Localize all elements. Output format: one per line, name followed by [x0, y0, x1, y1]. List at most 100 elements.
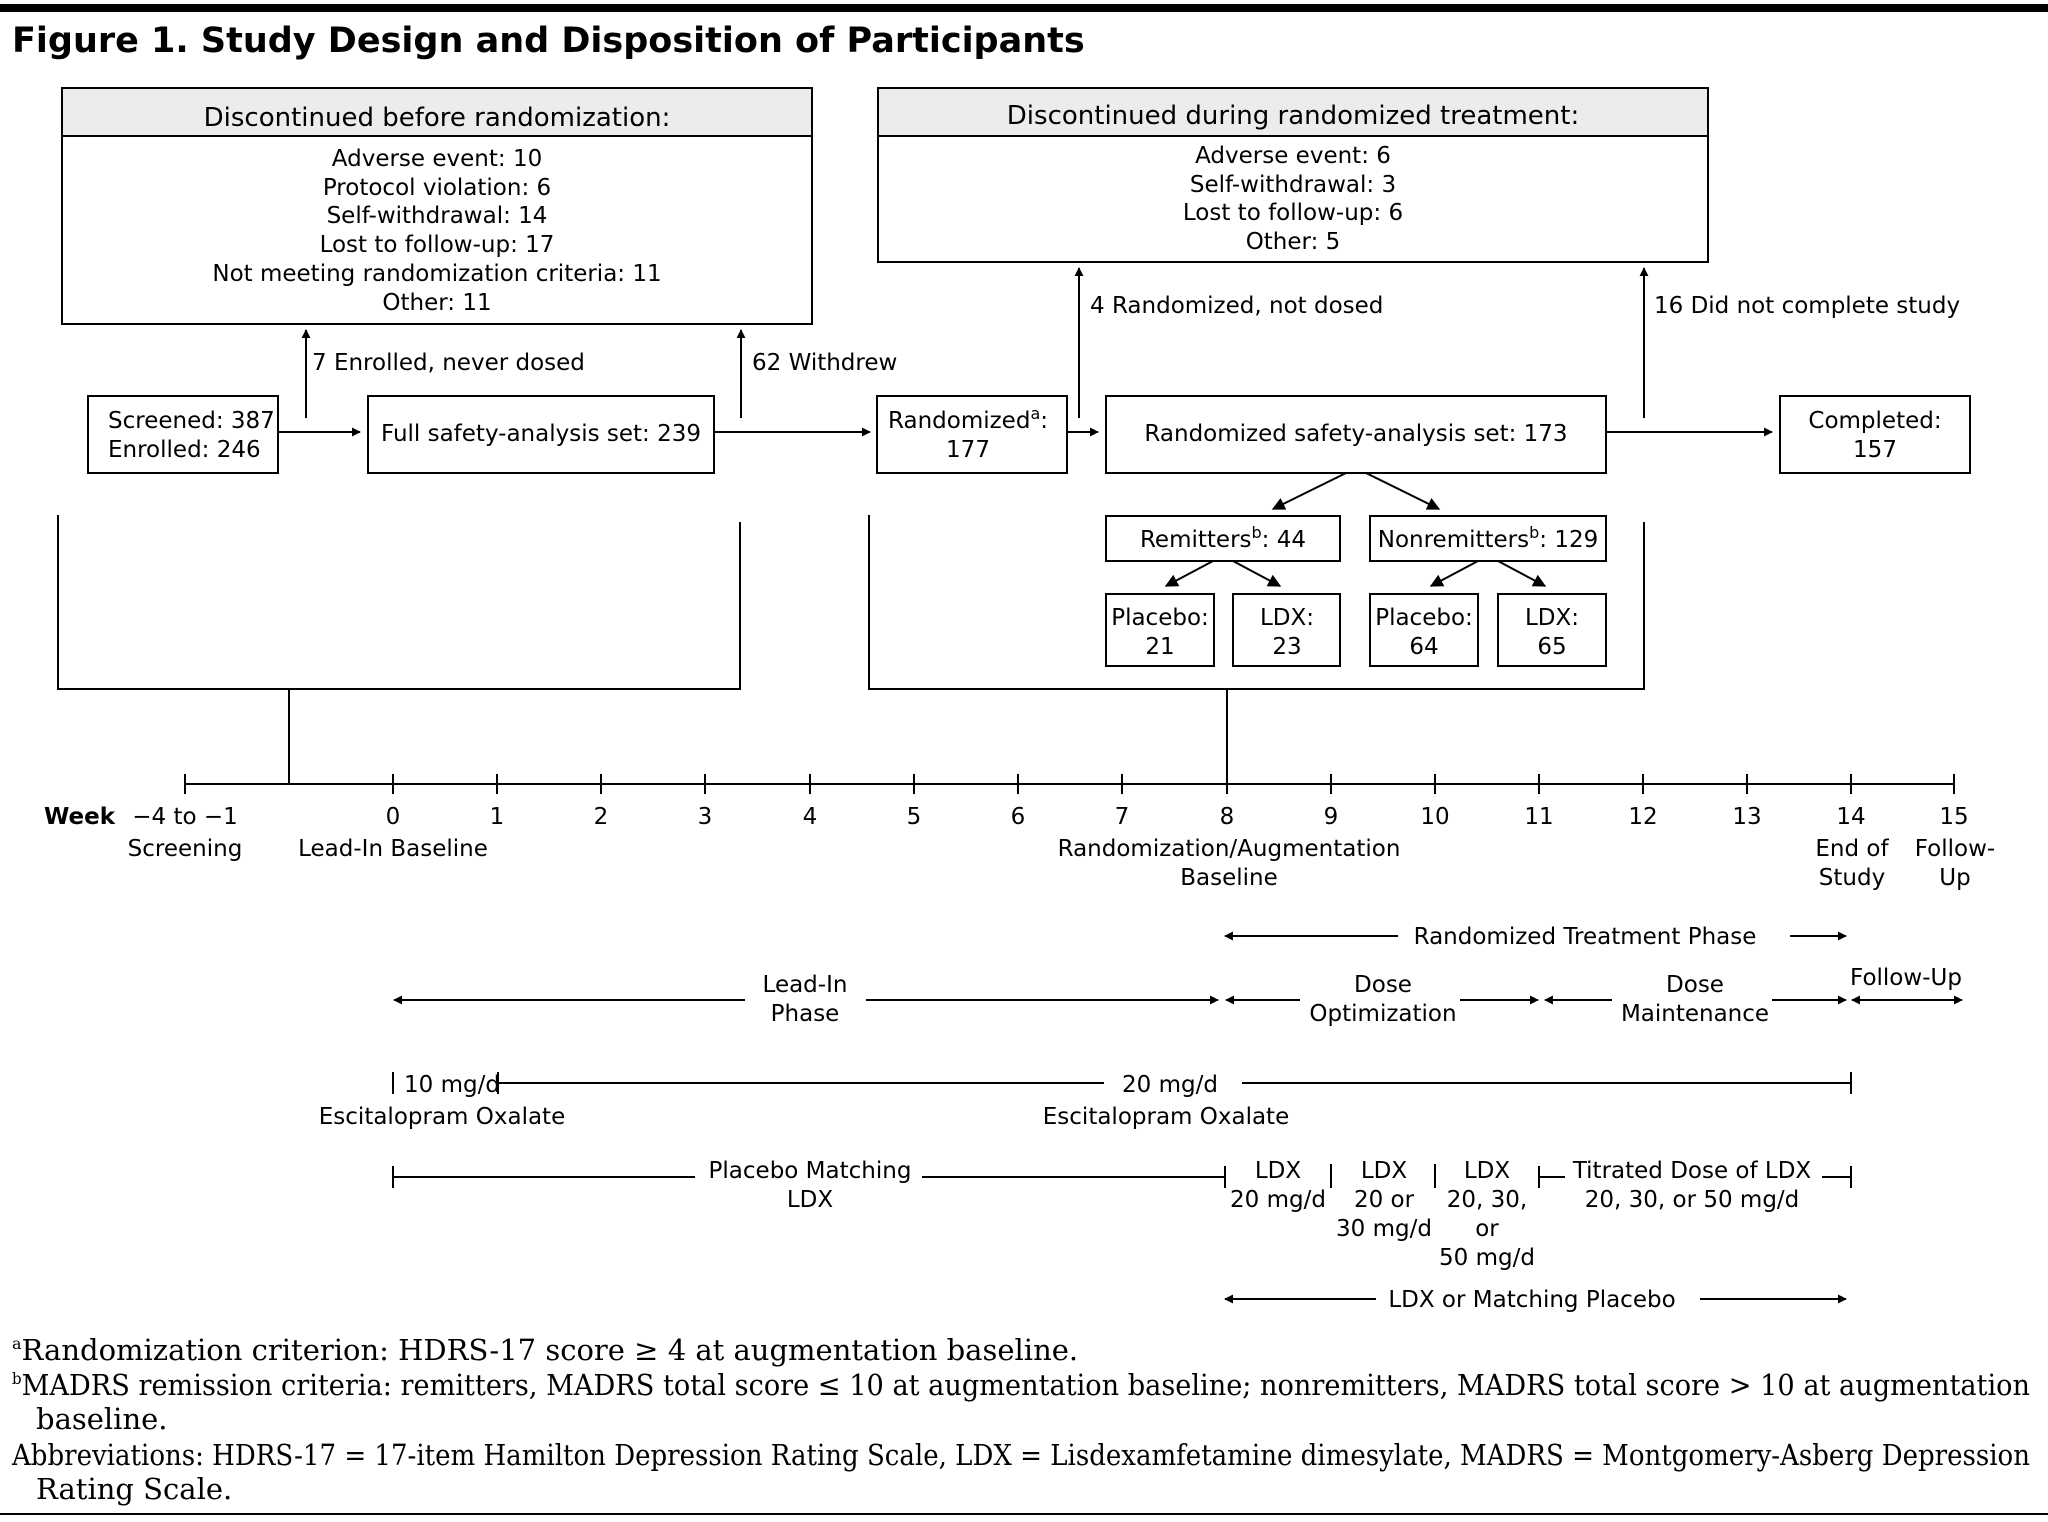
discontinued-before-item: Adverse event: 10 — [332, 146, 542, 172]
randomized-bracket — [868, 515, 1645, 690]
completed-count: 157 — [1853, 437, 1897, 463]
discontinued-during-item: Lost to follow-up: 6 — [1183, 200, 1403, 226]
discontinued-before-item: Lost to follow-up: 17 — [320, 232, 555, 258]
remitters-ldx-box: LDX: 23 — [1232, 593, 1341, 667]
tick-label: 11 — [1524, 804, 1553, 830]
lead-in-bracket — [57, 515, 741, 690]
ldx-dose-b: 30 mg/d — [1336, 1216, 1432, 1242]
non-to-placebo-arrow — [1429, 560, 1479, 587]
nonremitters-placebo-count: 64 — [1409, 634, 1438, 660]
nonremitters-placebo-box: Placebo: 64 — [1369, 593, 1479, 667]
tick-label: 6 — [1011, 804, 1026, 830]
full-safety-box: Full safety-analysis set: 239 — [367, 395, 715, 474]
withdrew-label: 62 Withdrew — [752, 350, 897, 376]
follow-up-label: Up — [1939, 865, 1970, 891]
tick-label: 9 — [1324, 804, 1339, 830]
randomized-count: 177 — [946, 437, 990, 463]
split-arrow-nonremitters — [1365, 472, 1441, 510]
dose-maintenance-label: Dose — [1666, 972, 1724, 998]
esc-10-name: Escitalopram Oxalate — [319, 1104, 565, 1130]
remitters-ldx-count: 23 — [1272, 634, 1301, 660]
esc-20-dose: 20 mg/d — [1122, 1072, 1218, 1098]
tick-label: 13 — [1732, 804, 1761, 830]
remitters-placebo-box: Placebo: 21 — [1105, 593, 1215, 667]
titrated-dose-label: 20, 30, or 50 mg/d — [1585, 1187, 1800, 1213]
not-dosed-label: 4 Randomized, not dosed — [1090, 293, 1383, 319]
tick-label: 15 — [1939, 804, 1968, 830]
remitters-placebo-label: Placebo: — [1111, 605, 1209, 631]
rem-to-ldx-arrow — [1232, 560, 1282, 587]
randomized-safety-box: Randomized safety-analysis set: 173 — [1105, 395, 1607, 474]
remitters-placebo-count: 21 — [1145, 634, 1174, 660]
footnote-a: aRandomization criterion: HDRS-17 score … — [12, 1333, 1078, 1367]
discontinued-before-item: Other: 11 — [382, 290, 491, 316]
non-to-ldx-arrow — [1497, 560, 1547, 587]
end-of-study-label: Study — [1819, 865, 1885, 891]
nonremitters-text: Nonremittersb: 129 — [1378, 523, 1599, 553]
remitters-text: Remittersb: 44 — [1140, 523, 1306, 553]
discontinued-before-item: Self-withdrawal: 14 — [327, 203, 548, 229]
discontinued-during-item: Other: 5 — [1246, 229, 1341, 255]
discontinued-before-header: Discontinued before randomization: — [204, 103, 671, 133]
nonremitters-box: Nonremittersb: 129 — [1369, 515, 1607, 562]
screening-label: Screening — [128, 836, 243, 862]
ldx-dose-c: 50 mg/d — [1439, 1245, 1535, 1271]
tick-label: −4 to −1 — [132, 804, 238, 830]
randomized-box: Randomizeda: 177 — [876, 395, 1068, 474]
tick-label: 8 — [1220, 804, 1235, 830]
ldx-dose-b: LDX — [1361, 1158, 1408, 1184]
discontinued-during-item: Self-withdrawal: 3 — [1190, 172, 1396, 198]
abbreviations: Abbreviations: HDRS-17 = 17-item Hamilto… — [11, 1438, 2030, 1472]
lead-in-baseline-label: Lead-In Baseline — [298, 836, 488, 862]
never-dosed-label: 7 Enrolled, never dosed — [312, 350, 585, 376]
nonremitters-ldx-label: LDX: — [1525, 605, 1579, 631]
ldx-dose-c: 20, 30, — [1447, 1187, 1527, 1213]
follow-up-label: Follow- — [1915, 836, 1995, 862]
discontinued-before-item: Protocol violation: 6 — [323, 175, 551, 201]
tick-label: 10 — [1420, 804, 1449, 830]
full-safety-text: Full safety-analysis set: 239 — [381, 421, 701, 447]
tick-label: 12 — [1628, 804, 1657, 830]
enrolled-text: Enrolled: 246 — [108, 437, 261, 463]
ldx-dose-a: LDX — [1255, 1158, 1302, 1184]
rem-to-placebo-arrow — [1164, 560, 1214, 587]
follow-up-phase-label: Follow-Up — [1850, 965, 1962, 991]
remitters-ldx-label: LDX: — [1260, 605, 1314, 631]
week-label: Week — [44, 804, 116, 830]
footnote-b-continued: baseline. — [36, 1402, 168, 1436]
ldx-dose-a: 20 mg/d — [1230, 1187, 1326, 1213]
esc-20-name: Escitalopram Oxalate — [1043, 1104, 1289, 1130]
tick-label: 2 — [594, 804, 609, 830]
top-rule — [0, 4, 2048, 12]
ldx-dose-c: or — [1475, 1216, 1499, 1242]
ldx-dose-b: 20 or — [1354, 1187, 1415, 1213]
discontinued-during-header: Discontinued during randomized treatment… — [1007, 101, 1579, 131]
dose-maintenance-label: Maintenance — [1621, 1001, 1769, 1027]
nonremitters-placebo-label: Placebo: — [1375, 605, 1473, 631]
discontinued-during-item: Adverse event: 6 — [1195, 143, 1391, 169]
did-not-complete-label: 16 Did not complete study — [1654, 293, 1960, 319]
dose-optimization-label: Optimization — [1309, 1001, 1456, 1027]
discontinued-during-box: Discontinued during randomized treatment… — [877, 87, 1709, 263]
tick-label: 3 — [698, 804, 713, 830]
tick-label: 1 — [490, 804, 505, 830]
randomization-baseline-label: Randomization/Augmentation — [1058, 836, 1401, 862]
randomized-safety-text: Randomized safety-analysis set: 173 — [1144, 421, 1567, 447]
screened-text: Screened: 387 — [108, 408, 275, 434]
nonremitters-ldx-count: 65 — [1537, 634, 1566, 660]
lead-in-phase-label: Phase — [771, 1001, 840, 1027]
dose-optimization-label: Dose — [1354, 972, 1412, 998]
completed-box: Completed: 157 — [1779, 395, 1971, 474]
end-of-study-label: End of — [1815, 836, 1889, 862]
tick-label: 5 — [907, 804, 922, 830]
completed-label: Completed: — [1808, 408, 1941, 434]
timeline-ticks — [184, 774, 1955, 794]
randomized-text: Randomizeda: — [888, 404, 1048, 434]
footnote-b: bMADRS remission criteria: remitters, MA… — [12, 1368, 2030, 1402]
ldx-dose-c: LDX — [1464, 1158, 1511, 1184]
nonremitters-ldx-box: LDX: 65 — [1497, 593, 1607, 667]
esc-10-dose: 10 mg/d — [404, 1072, 500, 1098]
discontinued-before-item: Not meeting randomization criteria: 11 — [212, 261, 661, 287]
placebo-matching-label: Placebo Matching — [709, 1158, 912, 1184]
